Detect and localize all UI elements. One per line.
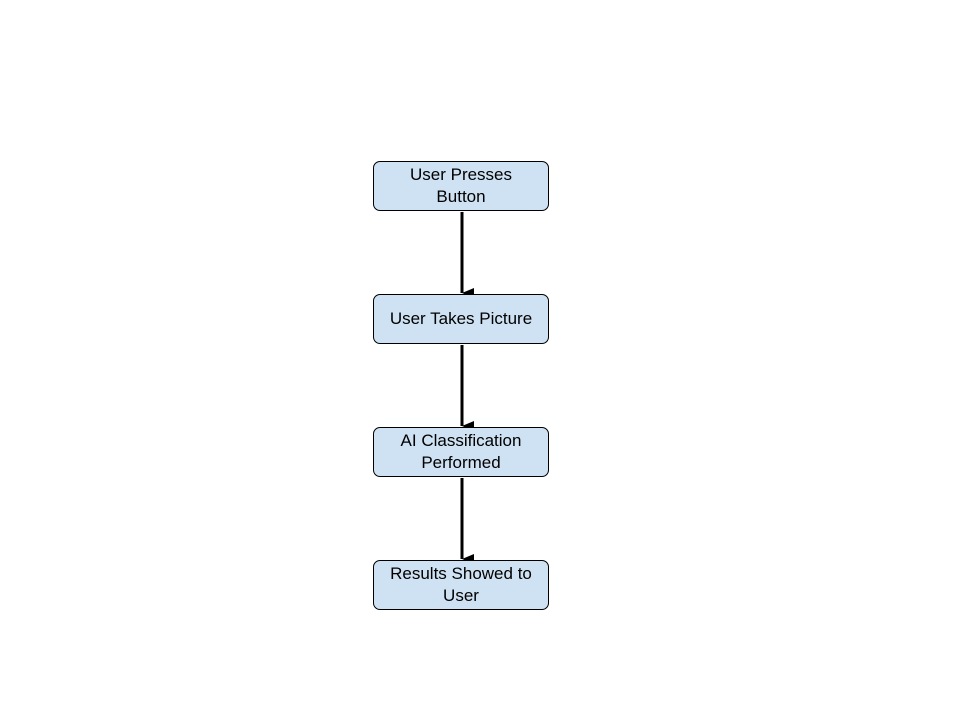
- node-ai-classification-performed: AI Classification Performed: [373, 427, 549, 477]
- node-results-showed-to-user: Results Showed to User: [373, 560, 549, 610]
- node-label: Results Showed to User: [390, 564, 532, 605]
- node-user-takes-picture: User Takes Picture: [373, 294, 549, 344]
- node-label: User Presses Button: [409, 165, 513, 206]
- node-label: User Takes Picture: [389, 309, 533, 328]
- node-label: AI Classification Performed: [400, 431, 522, 472]
- node-user-presses-button: User Presses Button: [373, 161, 549, 211]
